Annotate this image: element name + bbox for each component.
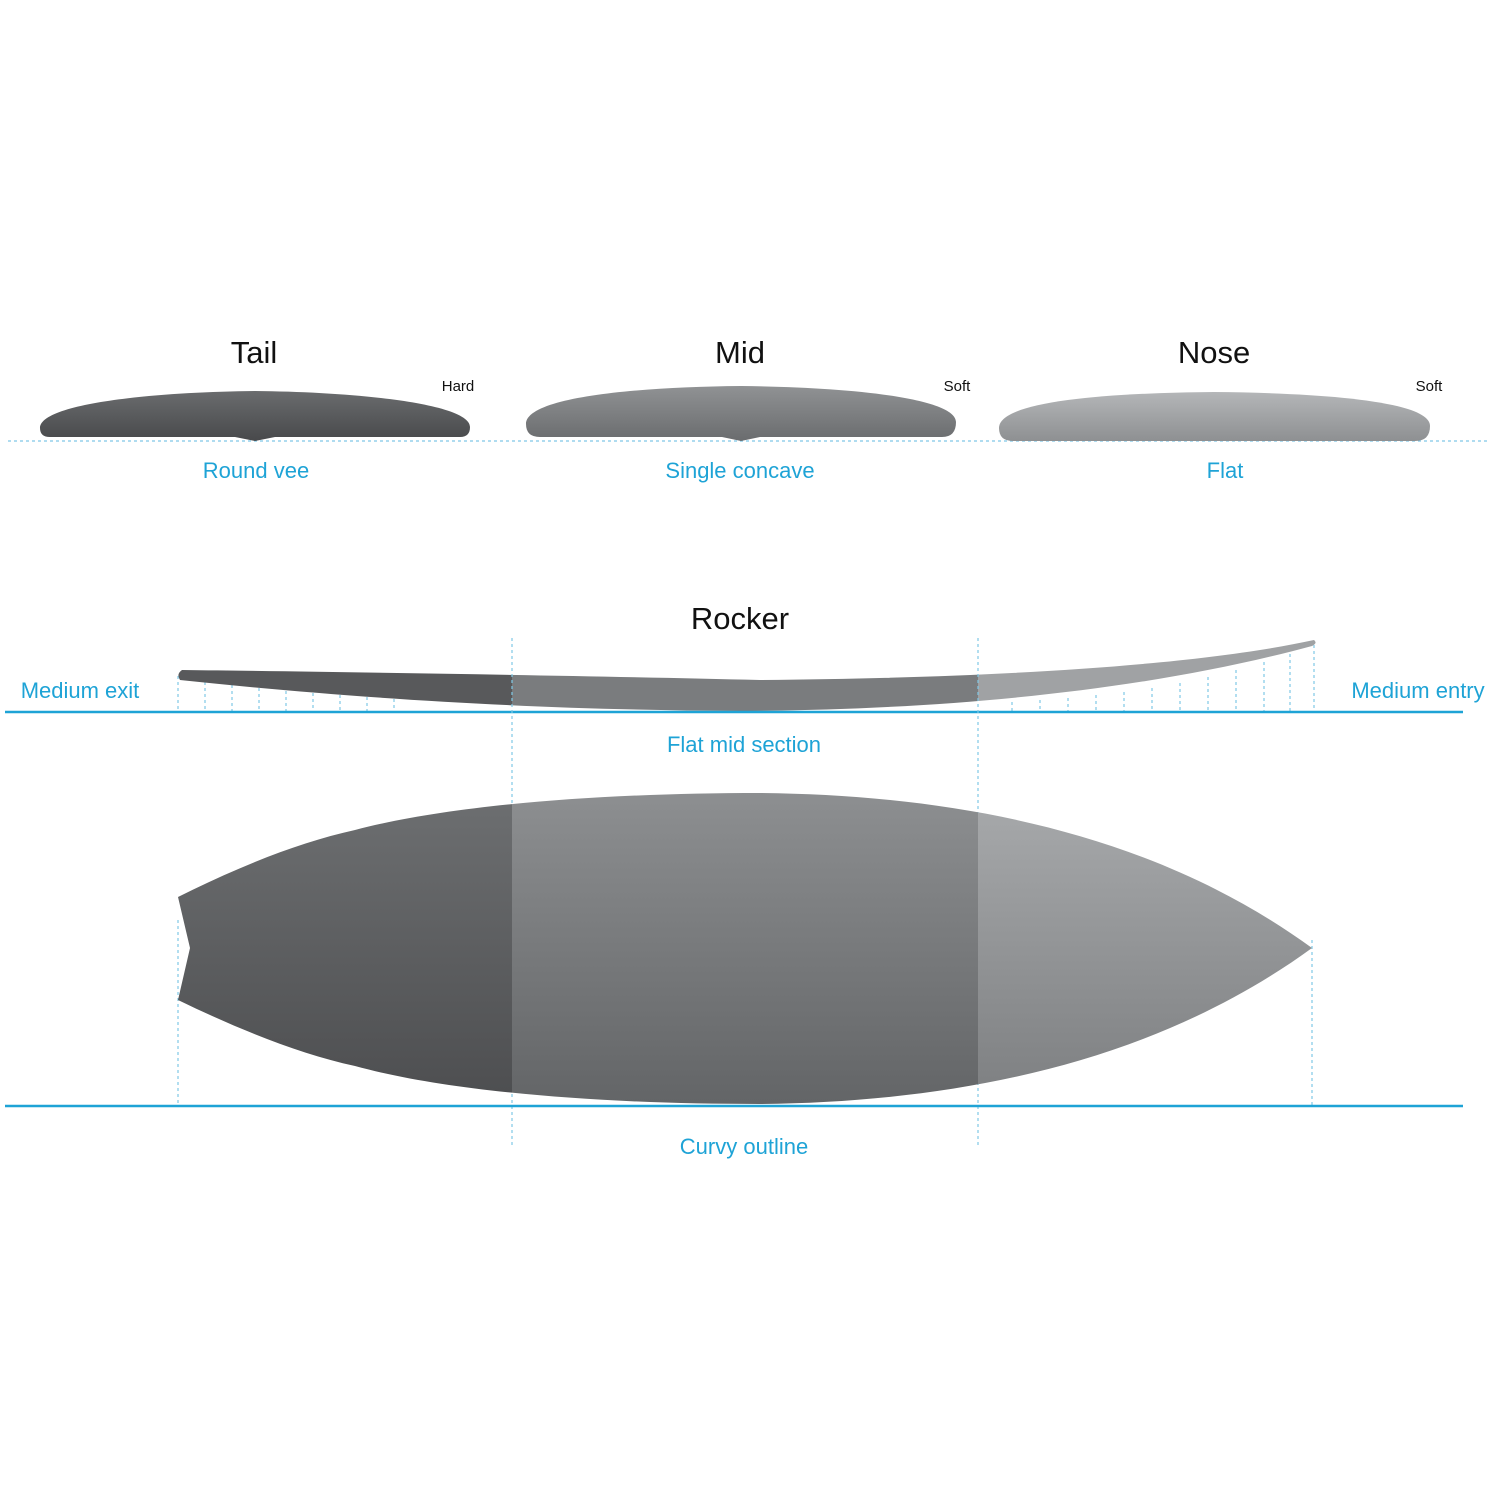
nose-rail-label: Soft bbox=[1416, 378, 1444, 395]
mid-title: Mid bbox=[715, 335, 765, 370]
rocker-mid-label: Flat mid section bbox=[667, 732, 821, 757]
mid-rail-label: Soft bbox=[944, 378, 972, 395]
rocker-exit-label: Medium exit bbox=[21, 678, 140, 703]
outline-section: Curvy outline bbox=[5, 793, 1463, 1159]
rocker-title: Rocker bbox=[691, 601, 789, 636]
tail-rail-label: Hard bbox=[442, 378, 475, 395]
cross-section-mid: Mid Soft Single concave bbox=[526, 335, 971, 483]
rocker-ticks bbox=[177, 645, 1315, 712]
rocker-section: Rocker bbox=[5, 601, 1485, 757]
tail-shape bbox=[40, 391, 470, 441]
rocker-entry-label: Medium entry bbox=[1351, 678, 1484, 703]
rocker-shape bbox=[178, 640, 1316, 711]
outline-label: Curvy outline bbox=[680, 1134, 808, 1159]
nose-bottom-label: Flat bbox=[1207, 458, 1244, 483]
tail-title: Tail bbox=[231, 335, 278, 370]
nose-title: Nose bbox=[1178, 335, 1250, 370]
mid-bottom-label: Single concave bbox=[665, 458, 814, 483]
mid-shape bbox=[526, 386, 956, 441]
tail-bottom-label: Round vee bbox=[203, 458, 309, 483]
cross-section-nose: Nose Soft Flat bbox=[999, 335, 1443, 483]
outline-shape bbox=[178, 793, 1312, 1104]
nose-shape bbox=[999, 392, 1430, 441]
cross-section-tail: Tail Hard Round vee bbox=[40, 335, 474, 483]
